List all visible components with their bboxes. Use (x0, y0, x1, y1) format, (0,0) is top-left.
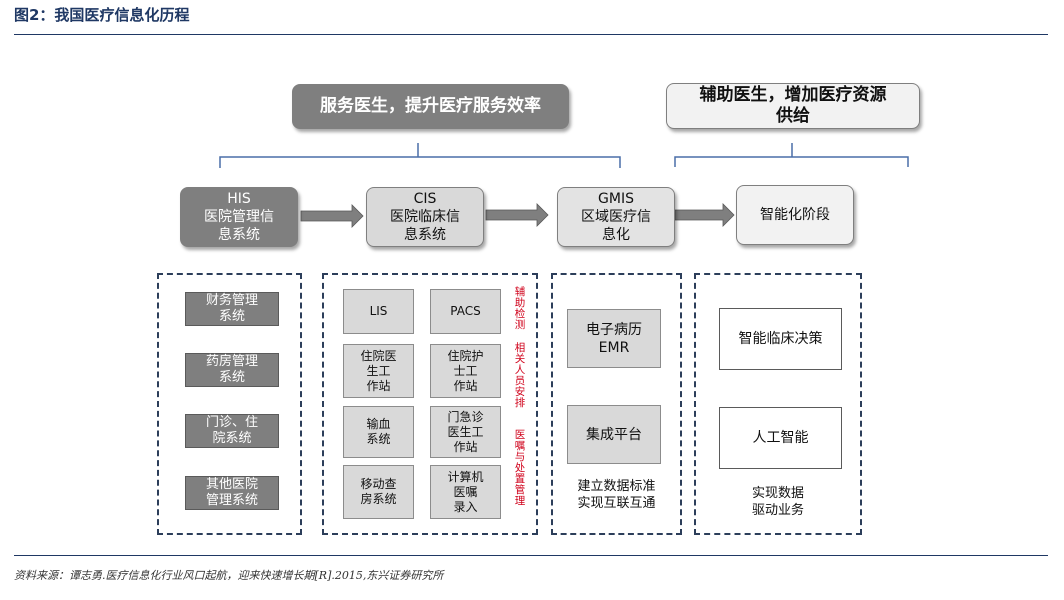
his-item-outpatient-line2: 院系统 (212, 431, 252, 446)
figure-title: 图2：我国医疗信息化历程 (14, 6, 190, 24)
cis-item-transfusion-l2: 系统 (366, 432, 391, 446)
cis-item-inpatient-doctor: 住院医 生工 作站 (343, 344, 414, 398)
gmis-item-emr: 电子病历 EMR (567, 309, 661, 368)
cis-side-label-testing: 辅助检测 (514, 286, 526, 331)
source-rule (14, 555, 1048, 556)
his-item-other: 其他医院 管理系统 (185, 476, 279, 510)
stage-gmis-code: GMIS (598, 191, 634, 207)
cis-item-emergency-doctor: 门急诊 医生工 作站 (430, 406, 501, 458)
stage-gmis: GMIS 区域医疗信 息化 (557, 187, 675, 247)
gmis-caption-line1: 建立数据标准 (577, 479, 656, 494)
stage-his-line1: 医院管理信 (204, 209, 274, 225)
group-ai (694, 273, 862, 535)
cis-side-label-orders: 医嘱与处置管理 (514, 429, 526, 507)
gmis-item-integration-label: 集成平台 (586, 426, 642, 443)
his-item-finance: 财务管理 系统 (185, 292, 279, 326)
his-item-finance-line1: 财务管理 (205, 293, 258, 308)
stage-gmis-line1: 区域医疗信 (581, 209, 651, 225)
cis-item-emergency-doctor-l1: 门急诊 (447, 409, 484, 424)
group-his (157, 273, 302, 535)
banner-assist-doctors-line1: 辅助医生，增加医疗资源 (699, 85, 887, 105)
ai-caption-line1: 实现数据 (751, 486, 804, 501)
cis-item-inpatient-doctor-l3: 作站 (366, 378, 391, 393)
source-note: 资料来源：谭志勇.医疗信息化行业风口起航，迎来快速增长期[R].2015,东兴证… (14, 569, 444, 582)
arrow-cis-gmis (485, 203, 549, 227)
stage-cis-line2: 息系统 (404, 227, 446, 243)
ai-item-ai: 人工智能 (719, 407, 842, 469)
stage-his-line2: 息系统 (218, 227, 260, 243)
stage-gmis-line2: 息化 (602, 227, 630, 243)
stage-ai: 智能化阶段 (736, 185, 854, 245)
cis-item-emergency-doctor-l2: 医生工 (447, 424, 484, 439)
stage-ai-line1: 智能化阶段 (760, 207, 830, 223)
ai-caption: 实现数据 驱动业务 (697, 485, 859, 519)
cis-item-inpatient-nurse-l2: 士工 (453, 363, 478, 378)
his-item-pharmacy-line1: 药房管理 (205, 354, 258, 369)
his-item-outpatient: 门诊、住 院系统 (185, 414, 279, 448)
cis-item-cpoe-l2: 医嘱 (453, 484, 478, 499)
arrow-his-cis (300, 204, 364, 228)
cis-item-pacs: PACS (430, 289, 501, 334)
cis-item-mobile-rounds-l1: 移动查 (360, 477, 397, 491)
cis-item-mobile-rounds: 移动查 房系统 (343, 465, 414, 519)
gmis-caption: 建立数据标准 实现互联互通 (553, 478, 680, 512)
gmis-item-emr-line2: EMR (598, 339, 630, 356)
his-item-pharmacy-line2: 系统 (218, 370, 245, 385)
arrow-gmis-ai (674, 203, 735, 227)
cis-item-inpatient-nurse-l1: 住院护 (447, 348, 484, 363)
gmis-caption-line2: 实现互联互通 (577, 496, 656, 511)
cis-item-lis: LIS (343, 289, 414, 334)
right-bracket (674, 143, 909, 167)
gmis-item-emr-line1: 电子病历 (586, 321, 642, 338)
ai-item-clinical-decision-label: 智能临床决策 (738, 331, 823, 347)
ai-caption-line2: 驱动业务 (751, 503, 804, 518)
his-item-other-line1: 其他医院 (205, 477, 258, 492)
cis-item-inpatient-nurse-l3: 作站 (453, 378, 478, 393)
banner-serve-doctors: 服务医生，提升医疗服务效率 (292, 84, 569, 129)
cis-item-transfusion-l1: 输血 (366, 417, 391, 431)
cis-item-inpatient-nurse: 住院护 士工 作站 (430, 344, 501, 398)
title-rule (14, 34, 1048, 35)
his-item-outpatient-line1: 门诊、住 (205, 415, 258, 430)
cis-item-mobile-rounds-l2: 房系统 (360, 492, 397, 506)
banner-serve-doctors-text: 服务医生，提升医疗服务效率 (320, 96, 541, 116)
his-item-other-line2: 管理系统 (205, 493, 258, 508)
banner-assist-doctors-line2: 供给 (776, 106, 810, 126)
cis-item-cpoe: 计算机 医嘱 录入 (430, 465, 501, 519)
cis-item-inpatient-doctor-l1: 住院医 (360, 348, 397, 363)
ai-item-clinical-decision: 智能临床决策 (719, 308, 842, 370)
stage-cis-code: CIS (413, 191, 437, 207)
group-gmis (551, 273, 682, 535)
stage-cis: CIS 医院临床信 息系统 (366, 187, 484, 247)
cis-item-emergency-doctor-l3: 作站 (453, 439, 478, 454)
group-cis (322, 273, 538, 535)
his-item-finance-line2: 系统 (218, 309, 245, 324)
gmis-item-integration: 集成平台 (567, 405, 661, 464)
cis-item-inpatient-doctor-l2: 生工 (366, 363, 391, 378)
stage-cis-line1: 医院临床信 (390, 209, 460, 225)
ai-item-ai-label: 人工智能 (752, 430, 809, 446)
stage-his: HIS 医院管理信 息系统 (180, 187, 298, 247)
cis-item-lis-label: LIS (369, 304, 388, 318)
cis-item-cpoe-l3: 录入 (453, 499, 478, 514)
cis-item-cpoe-l1: 计算机 (447, 469, 484, 484)
left-bracket (219, 143, 621, 168)
cis-side-label-staffing: 相关人员安排 (514, 342, 526, 409)
banner-assist-doctors: 辅助医生，增加医疗资源 供给 (666, 83, 920, 129)
his-item-pharmacy: 药房管理 系统 (185, 353, 279, 387)
cis-item-pacs-label: PACS (450, 304, 481, 318)
cis-item-transfusion: 输血 系统 (343, 406, 414, 458)
stage-his-code: HIS (227, 191, 251, 207)
